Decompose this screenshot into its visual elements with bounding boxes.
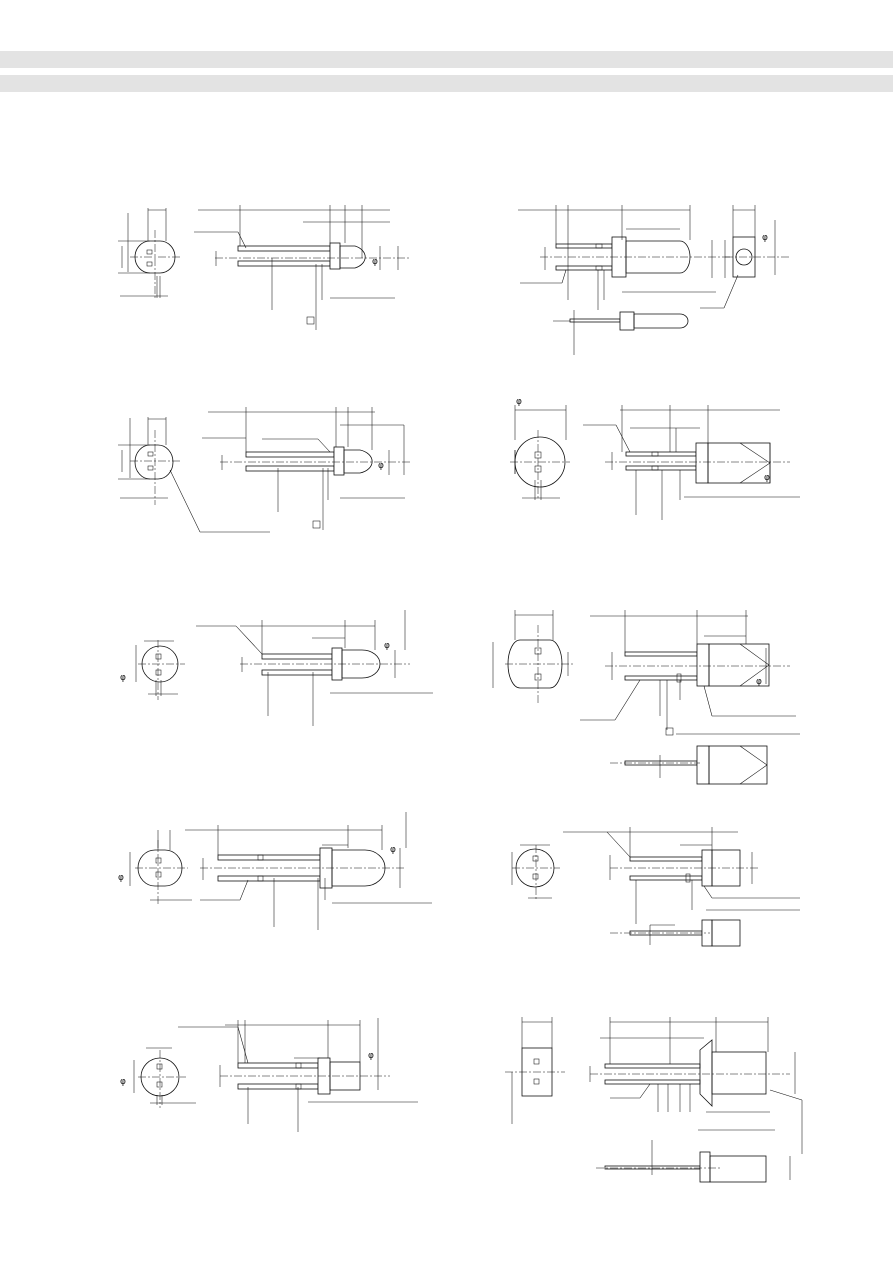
end-view: φ bbox=[700, 205, 790, 309]
side-view: φ bbox=[194, 205, 410, 330]
drawing-3: φ bbox=[118, 407, 410, 533]
diameter-symbol: φ bbox=[118, 873, 124, 883]
drawing-1: φ bbox=[118, 205, 410, 330]
drawing-7: φ φ bbox=[118, 812, 432, 930]
drawing-2: φ bbox=[518, 205, 790, 355]
top-view bbox=[610, 745, 768, 785]
side-view: φ bbox=[185, 812, 432, 930]
side-view bbox=[563, 827, 800, 924]
side-view: φ bbox=[583, 405, 800, 520]
side-view: φ bbox=[196, 610, 433, 726]
front-view bbox=[118, 208, 180, 300]
header-band-top bbox=[0, 51, 893, 68]
diameter-symbol: φ bbox=[120, 673, 126, 683]
drawing-4: φ φ bbox=[510, 397, 800, 520]
side-view: φ bbox=[178, 1018, 418, 1132]
front-view bbox=[505, 1017, 565, 1124]
top-view bbox=[610, 919, 741, 947]
drawing-5: φ φ bbox=[120, 610, 433, 726]
front-view: φ bbox=[118, 830, 192, 905]
front-view: φ bbox=[120, 1047, 196, 1108]
diameter-symbol: φ bbox=[516, 397, 522, 407]
front-view bbox=[511, 844, 560, 900]
front-view bbox=[118, 417, 270, 533]
diameter-symbol: φ bbox=[378, 461, 384, 471]
diameter-symbol: φ bbox=[762, 233, 768, 243]
drawing-9: φ φ bbox=[120, 1018, 418, 1132]
drawing-10 bbox=[505, 1017, 803, 1183]
front-view bbox=[492, 610, 575, 705]
side-view bbox=[589, 1017, 803, 1154]
diameter-symbol: φ bbox=[372, 257, 378, 267]
drawing-8 bbox=[511, 827, 800, 947]
diameter-symbol: φ bbox=[384, 641, 390, 651]
front-view: φ bbox=[120, 640, 185, 700]
top-view bbox=[553, 310, 689, 355]
top-view bbox=[596, 1140, 791, 1183]
header-band-second bbox=[0, 75, 893, 92]
drawing-6: φ bbox=[492, 610, 800, 785]
diameter-symbol: φ bbox=[764, 473, 770, 483]
side-view: φ bbox=[202, 407, 410, 530]
diameter-symbol: φ bbox=[390, 845, 396, 855]
diameter-symbol: φ bbox=[368, 1051, 374, 1061]
side-view: φ bbox=[580, 610, 800, 736]
front-view: φ bbox=[510, 397, 570, 500]
diameter-symbol: φ bbox=[756, 677, 762, 687]
diameter-symbol: φ bbox=[120, 1077, 126, 1087]
side-view bbox=[518, 205, 730, 310]
